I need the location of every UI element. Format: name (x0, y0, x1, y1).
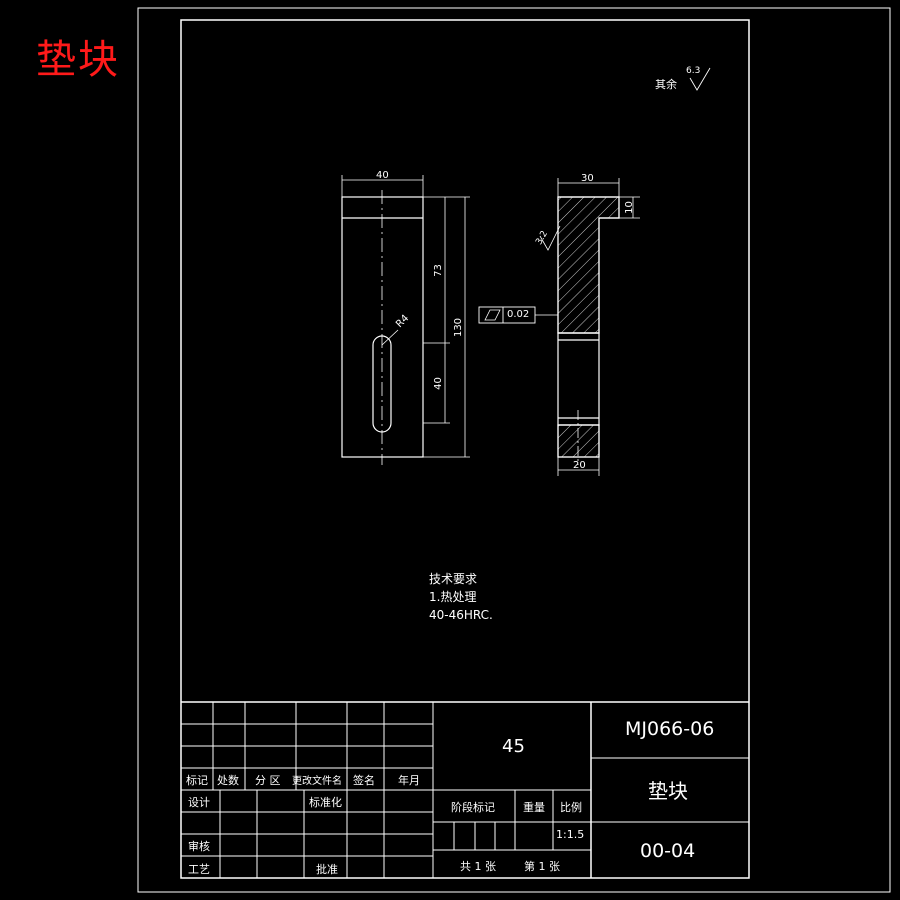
outer-frame (137, 7, 891, 893)
hdr-weight: 重量 (523, 801, 545, 814)
hdr-change-doc: 更改文件名 (292, 776, 342, 787)
part-title: 垫块 (36, 37, 120, 83)
dim-front-width: 40 (376, 170, 389, 181)
roughness-symbol-general (689, 67, 711, 91)
dim-front-slot: 40 (432, 377, 444, 390)
hdr-mark: 标记 (186, 774, 208, 787)
sheet-number: 第 1 张 (524, 860, 560, 873)
side-view (478, 178, 640, 476)
dim-side-step: 10 (623, 201, 635, 214)
surface-note-roughness: 6.3 (686, 66, 701, 76)
hdr-approve: 批准 (316, 863, 338, 876)
dim-side-width: 30 (581, 173, 594, 184)
dim-front-upper: 73 (432, 264, 444, 277)
title-block-grid (181, 701, 749, 878)
hdr-process: 工艺 (188, 863, 210, 876)
part-name: 垫块 (648, 779, 688, 803)
front-view (341, 175, 470, 465)
hdr-standardize: 标准化 (309, 796, 342, 809)
hdr-signature: 签名 (353, 774, 375, 787)
hdr-review: 审核 (188, 840, 210, 853)
tech-req-line2: 40-46HRC. (429, 608, 493, 622)
surface-note-label: 其余 (655, 78, 677, 91)
hdr-stage-mark: 阶段标记 (451, 801, 495, 814)
hdr-design: 设计 (188, 796, 210, 809)
hdr-count: 处数 (217, 774, 239, 787)
dim-side-bottom: 20 (573, 460, 586, 471)
tolerance-value: 0.02 (507, 309, 530, 320)
scale-value: 1:1.5 (556, 828, 585, 841)
hdr-scale: 比例 (560, 801, 582, 814)
hdr-date: 年月 (398, 774, 420, 787)
drawing-number: MJ066-06 (625, 718, 715, 740)
tech-req-heading: 技术要求 (429, 572, 478, 586)
hdr-zone: 分 区 (255, 774, 281, 787)
inner-frame (180, 19, 750, 879)
total-sheets: 共 1 张 (460, 860, 496, 873)
material: 45 (502, 736, 525, 757)
dim-front-total: 130 (453, 317, 465, 338)
part-code: 00-04 (640, 840, 696, 862)
tech-req-line1: 1.热处理 (429, 590, 477, 604)
